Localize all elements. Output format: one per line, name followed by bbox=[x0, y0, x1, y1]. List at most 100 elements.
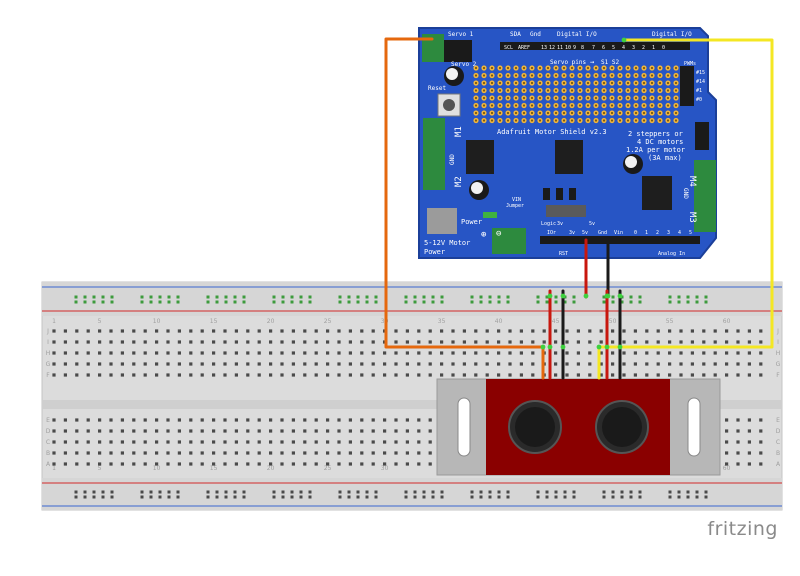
gnd-left-label: GND bbox=[449, 154, 456, 165]
vin-jumper-label-2: Jumper bbox=[506, 203, 524, 209]
power-pin-label: Gnd bbox=[598, 230, 607, 236]
plus-symbol: ⊕ bbox=[481, 230, 486, 240]
row-letter: I bbox=[777, 339, 779, 346]
board-title: Adafruit Motor Shield v2.3 bbox=[497, 128, 607, 136]
pin-label: 11 bbox=[557, 45, 563, 51]
column-number: 15 bbox=[210, 465, 218, 472]
column-number: 5 bbox=[98, 465, 102, 472]
pwm-labels: #15#14#1#0 bbox=[696, 70, 705, 103]
power-pin-label: 2 bbox=[656, 230, 659, 236]
column-number: 25 bbox=[324, 318, 332, 325]
row-letter: F bbox=[46, 372, 50, 379]
column-number: 10 bbox=[153, 465, 161, 472]
pwm-chip bbox=[555, 140, 583, 174]
row-letter: D bbox=[46, 428, 51, 435]
info-line-2: 4 DC motors bbox=[637, 138, 683, 146]
pin-label: 7 bbox=[592, 45, 595, 51]
column-number: 1 bbox=[52, 465, 56, 472]
column-number: 45 bbox=[552, 318, 560, 325]
pin-label: 13 bbox=[541, 45, 547, 51]
gnd-right-label: GND bbox=[682, 188, 689, 199]
row-letter: D bbox=[776, 428, 781, 435]
motor-shield: Servo 1 SDA Gnd Digital I/O Digital I/O … bbox=[418, 27, 717, 259]
row-letter: J bbox=[776, 328, 779, 335]
digital-io-label-1: Digital I/O bbox=[557, 31, 597, 38]
motor-power-label-2: Power bbox=[424, 248, 445, 256]
row-letter: A bbox=[776, 461, 781, 468]
logic-5v-label: 5v bbox=[589, 221, 595, 227]
pwm-label: #14 bbox=[696, 79, 705, 85]
gnd-top-label: Gnd bbox=[530, 31, 541, 38]
pin-label: 8 bbox=[581, 45, 584, 51]
pin-label: 4 bbox=[622, 45, 625, 51]
row-letter: E bbox=[776, 417, 780, 424]
digital-io-label-2: Digital I/O bbox=[652, 31, 692, 38]
pin-label: AREF bbox=[518, 45, 530, 51]
pin-label: 6 bbox=[602, 45, 605, 51]
row-letter: J bbox=[46, 328, 49, 335]
motor-driver-chip-1 bbox=[466, 140, 494, 174]
row-letter: G bbox=[46, 361, 51, 368]
power-pin-label: 3 bbox=[667, 230, 670, 236]
yellow-wire bbox=[597, 38, 774, 380]
pin-label: 0 bbox=[662, 45, 665, 51]
motor-driver-chip-2 bbox=[642, 176, 672, 210]
m3-label: M3 bbox=[687, 212, 697, 223]
pin-label: SCL bbox=[504, 45, 513, 51]
m1-label: M1 bbox=[454, 126, 464, 137]
reset-label: Reset bbox=[428, 85, 446, 92]
power-pin-label: 1 bbox=[645, 230, 648, 236]
row-letter: E bbox=[46, 417, 50, 424]
wires bbox=[384, 37, 774, 380]
fritzing-logo: fritzing bbox=[707, 518, 778, 540]
row-letter: H bbox=[776, 350, 781, 357]
column-number: 5 bbox=[98, 318, 102, 325]
row-letter: F bbox=[776, 372, 780, 379]
row-letter: C bbox=[776, 439, 780, 446]
column-number: 30 bbox=[381, 465, 389, 472]
column-number: 40 bbox=[495, 318, 503, 325]
info-line-4: (3A max) bbox=[648, 154, 682, 162]
servo1-label: Servo 1 bbox=[448, 31, 474, 38]
motor-power-label-1: 5-12V Motor bbox=[424, 239, 470, 247]
column-number: 10 bbox=[153, 318, 161, 325]
power-pin-label: 4 bbox=[678, 230, 681, 236]
row-letter: A bbox=[46, 461, 51, 468]
pwm-label: #1 bbox=[696, 88, 702, 94]
info-line-3: 1.2A per motor bbox=[626, 146, 685, 154]
pwm-label: #0 bbox=[696, 97, 702, 103]
logic-label: Logic bbox=[541, 221, 556, 227]
servo2-label: Servo 2 bbox=[451, 61, 477, 68]
column-number: 35 bbox=[438, 318, 446, 325]
column-number: 20 bbox=[267, 465, 275, 472]
power-pin-label: IOr bbox=[547, 230, 556, 236]
minus-symbol: ⊖ bbox=[496, 229, 501, 239]
servo-pins-label: Servo pins bbox=[550, 59, 587, 66]
column-number: 60 bbox=[723, 465, 731, 472]
column-number: 50 bbox=[609, 318, 617, 325]
pin-label: 2 bbox=[642, 45, 645, 51]
column-number: 25 bbox=[324, 465, 332, 472]
row-letter: B bbox=[46, 450, 50, 457]
pin-label: 12 bbox=[549, 45, 555, 51]
row-letter: G bbox=[776, 361, 781, 368]
pin-label: 10 bbox=[565, 45, 571, 51]
column-number: 55 bbox=[666, 318, 674, 325]
rst-label: RST bbox=[559, 251, 568, 257]
power-pin-label: 5v bbox=[582, 230, 588, 236]
column-number: 20 bbox=[267, 318, 275, 325]
power-pin-label: Vin bbox=[614, 230, 623, 236]
power-label: Power bbox=[461, 218, 482, 226]
ultrasonic-sensor bbox=[436, 378, 721, 476]
power-pin-label: 3v bbox=[569, 230, 575, 236]
pin-label: 9 bbox=[573, 45, 576, 51]
power-pin-label: 5 bbox=[689, 230, 692, 236]
column-number: 60 bbox=[723, 318, 731, 325]
column-number: 15 bbox=[210, 318, 218, 325]
row-letter: H bbox=[46, 350, 51, 357]
info-line-1: 2 steppers or bbox=[628, 130, 683, 138]
analog-in-label: Analog In bbox=[658, 251, 685, 257]
pin-label: 1 bbox=[652, 45, 655, 51]
